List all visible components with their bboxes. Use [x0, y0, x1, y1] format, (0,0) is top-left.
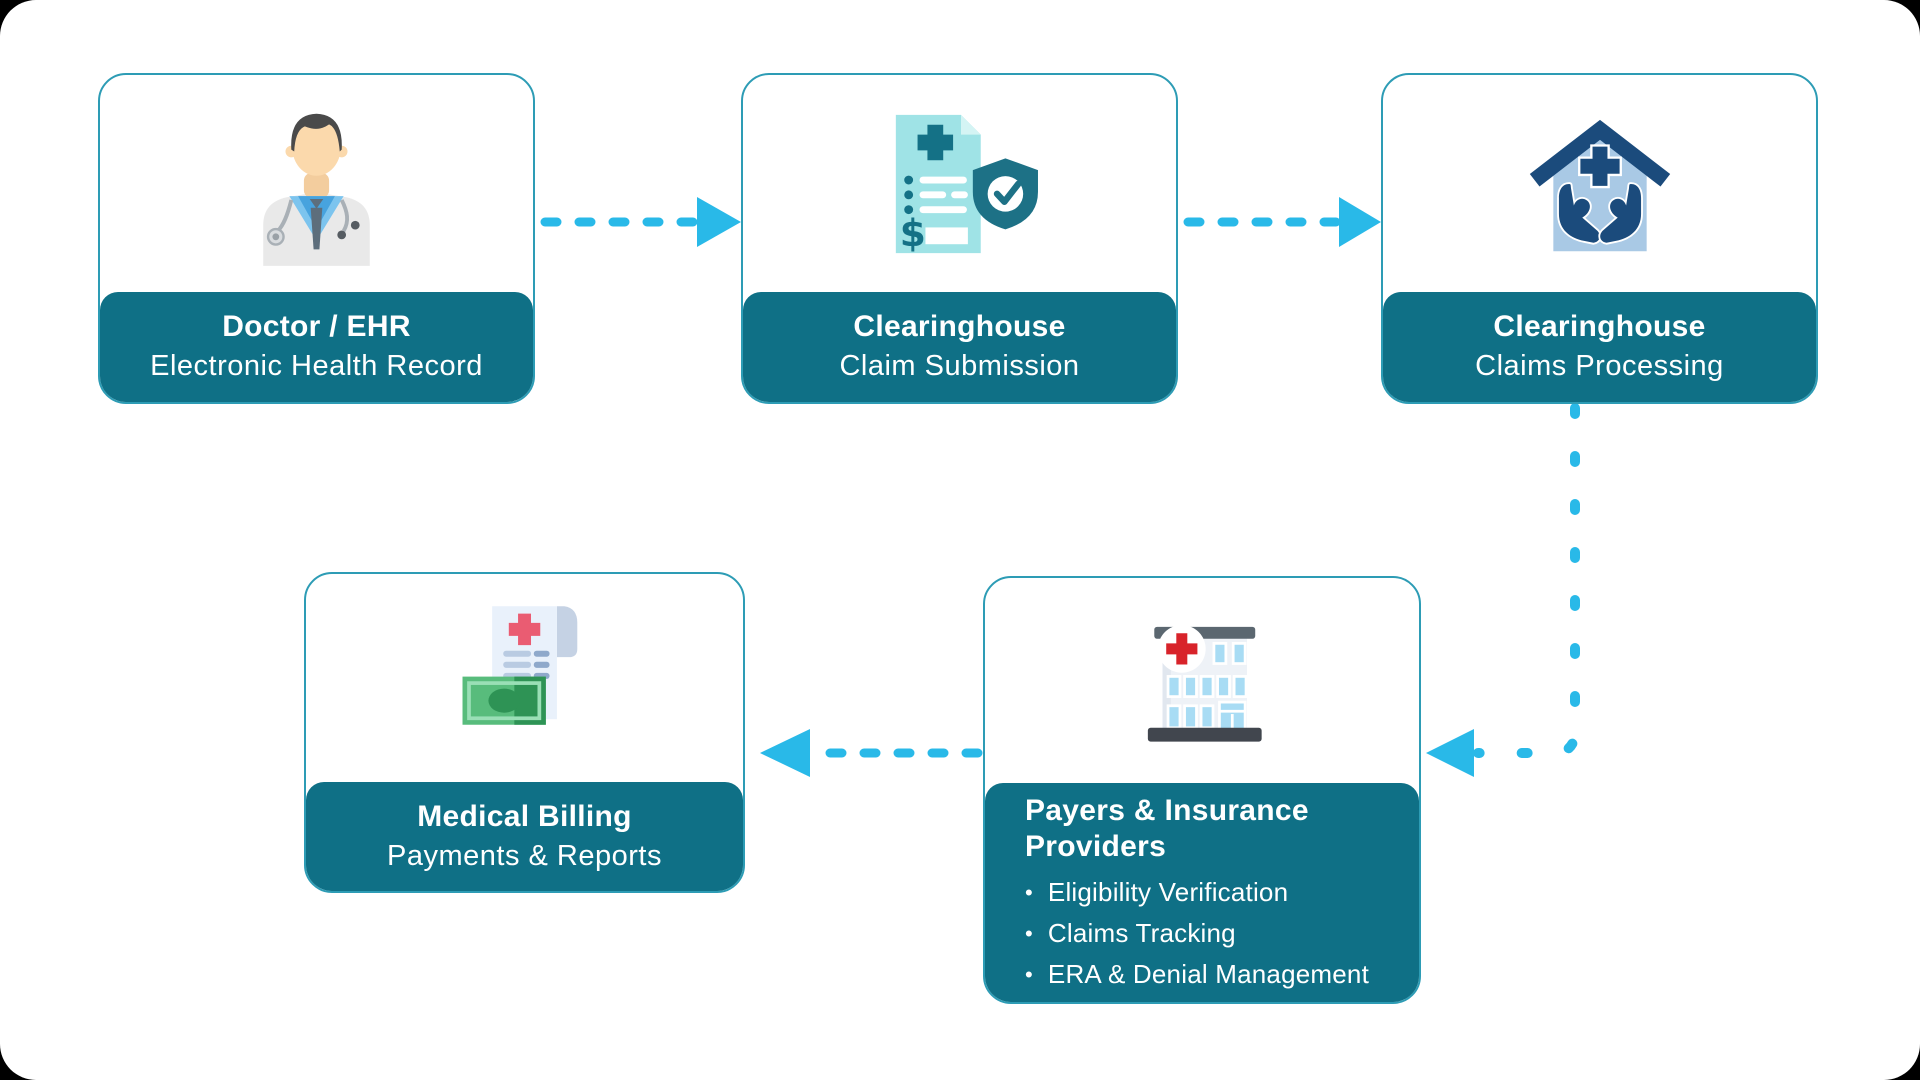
hospital-building-icon	[985, 578, 1419, 783]
card-banner: Doctor / EHR Electronic Health Record	[100, 292, 533, 402]
bullet-item: ERA & Denial Management	[1025, 959, 1369, 990]
card-title: Doctor / EHR	[222, 310, 411, 344]
bullet-item: Claims Tracking	[1025, 918, 1369, 949]
card-title: Medical Billing	[417, 799, 632, 833]
card-banner: Payers & Insurance Providers Eligibility…	[985, 783, 1419, 1002]
card-subtitle: Payments & Reports	[387, 839, 662, 872]
card-clearinghouse-claim-submission: $ Clearinghouse Claim Submission	[741, 73, 1178, 404]
claim-document-shield-icon: $	[743, 75, 1176, 292]
card-title: Clearinghouse	[1493, 310, 1706, 344]
card-subtitle: Claim Submission	[839, 350, 1080, 383]
card-title: Payers & Insurance Providers	[1025, 794, 1309, 863]
bullet-text: Claims Tracking	[1047, 918, 1236, 948]
card-payers-insurance-providers: Payers & Insurance Providers Eligibility…	[983, 576, 1421, 1004]
bullet-text: Eligibility Verification	[1047, 877, 1289, 907]
card-doctor-ehr: Doctor / EHR Electronic Health Record	[98, 73, 535, 404]
card-banner: Medical Billing Payments & Reports	[306, 782, 743, 891]
doctor-icon	[100, 75, 533, 292]
card-title: Clearinghouse	[853, 310, 1066, 344]
card-subtitle: Electronic Health Record	[150, 350, 483, 383]
card-clearinghouse-claims-processing: Clearinghouse Claims Processing	[1381, 73, 1818, 404]
care-house-icon	[1383, 75, 1816, 292]
arrow-submission-to-processing-icon	[1183, 197, 1381, 247]
arrow-processing-to-payers-icon	[1426, 403, 1580, 777]
card-bullet-list: Eligibility Verification Claims Tracking…	[1025, 877, 1369, 990]
bullet-text: ERA & Denial Management	[1047, 959, 1370, 989]
card-subtitle: Claims Processing	[1475, 350, 1724, 383]
svg-text:$: $	[899, 211, 925, 255]
arrow-doctor-to-submission-icon	[540, 197, 741, 247]
arrow-payers-to-billing-icon	[760, 729, 983, 777]
card-banner: Clearinghouse Claim Submission	[743, 292, 1176, 402]
card-medical-billing: Medical Billing Payments & Reports	[304, 572, 745, 893]
bullet-item: Eligibility Verification	[1025, 877, 1369, 908]
card-banner: Clearinghouse Claims Processing	[1383, 292, 1816, 402]
billing-receipt-money-icon	[306, 574, 743, 782]
